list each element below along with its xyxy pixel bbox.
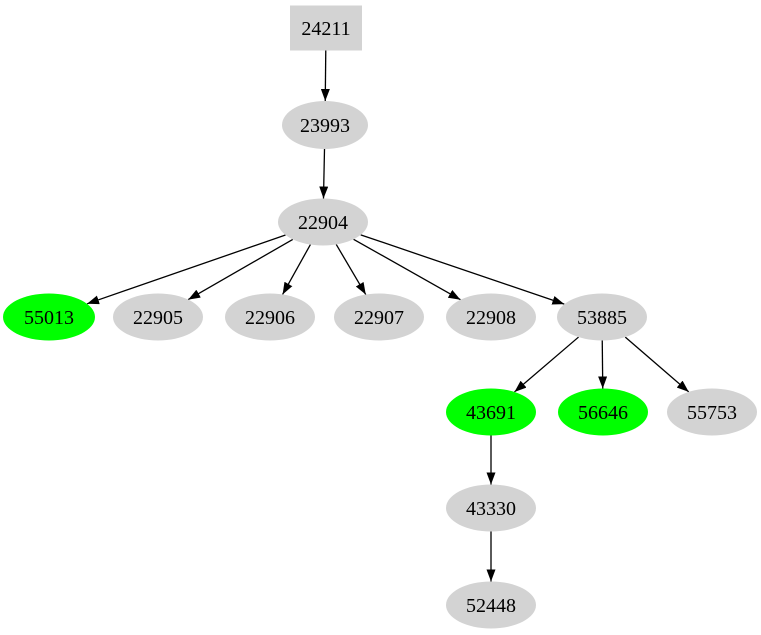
node-label: 53885 <box>577 307 627 329</box>
node-shape-ellipse <box>446 484 536 532</box>
node-56646: 56646 <box>558 388 648 436</box>
edge-22904-22908 <box>353 238 461 301</box>
edges-layer <box>86 50 690 582</box>
edge-22904-22906 <box>282 244 311 295</box>
node-shape-ellipse <box>113 293 203 341</box>
node-shape-ellipse <box>225 293 315 341</box>
node-43330: 43330 <box>446 484 536 532</box>
node-shape-ellipse <box>282 101 368 149</box>
node-53885: 53885 <box>557 293 647 341</box>
node-label: 55753 <box>687 402 737 424</box>
node-shape-ellipse <box>557 293 647 341</box>
node-label: 22904 <box>298 212 348 234</box>
node-shape-ellipse <box>3 293 95 341</box>
node-52448: 52448 <box>446 581 536 629</box>
node-22906: 22906 <box>225 293 315 341</box>
edge-24211-23993 <box>320 50 330 102</box>
edge-22904-55013 <box>86 234 286 305</box>
node-label: 52448 <box>466 595 516 617</box>
edge-53885-56646 <box>598 340 608 389</box>
node-22907: 22907 <box>334 293 424 341</box>
node-shape-ellipse <box>446 581 536 629</box>
node-label: 22908 <box>466 307 516 329</box>
node-24211: 24211 <box>290 5 362 51</box>
node-shape-ellipse <box>334 293 424 341</box>
node-shape-ellipse <box>558 388 648 436</box>
node-label: 22906 <box>245 307 295 329</box>
node-shape-ellipse <box>278 198 368 246</box>
edge-53885-55753 <box>624 336 690 393</box>
node-label: 56646 <box>578 402 628 424</box>
edge-53885-43691 <box>514 336 579 393</box>
node-22905: 22905 <box>113 293 203 341</box>
node-22904: 22904 <box>278 198 368 246</box>
node-label: 22905 <box>133 307 183 329</box>
nodes-layer: 24211 23993 22904 55013 22905 22906 22907 22908… <box>3 5 757 629</box>
node-23993: 23993 <box>282 101 368 149</box>
node-label: 43330 <box>466 498 516 520</box>
node-label: 55013 <box>24 307 74 329</box>
edge-22904-22907 <box>335 244 367 295</box>
node-shape-ellipse <box>667 388 757 436</box>
node-shape-ellipse <box>446 388 536 436</box>
node-label: 43691 <box>466 402 516 424</box>
node-label: 22907 <box>354 307 404 329</box>
node-shape-ellipse <box>446 293 536 341</box>
node-label: 24211 <box>301 18 350 40</box>
node-shape-box <box>290 5 362 51</box>
node-22908: 22908 <box>446 293 536 341</box>
node-55753: 55753 <box>667 388 757 436</box>
node-43691: 43691 <box>446 388 536 436</box>
node-55013: 55013 <box>3 293 95 341</box>
node-label: 23993 <box>300 115 350 137</box>
edge-23993-22904 <box>319 148 329 199</box>
edge-22904-22905 <box>187 238 294 301</box>
edge-22904-53885 <box>360 234 565 305</box>
